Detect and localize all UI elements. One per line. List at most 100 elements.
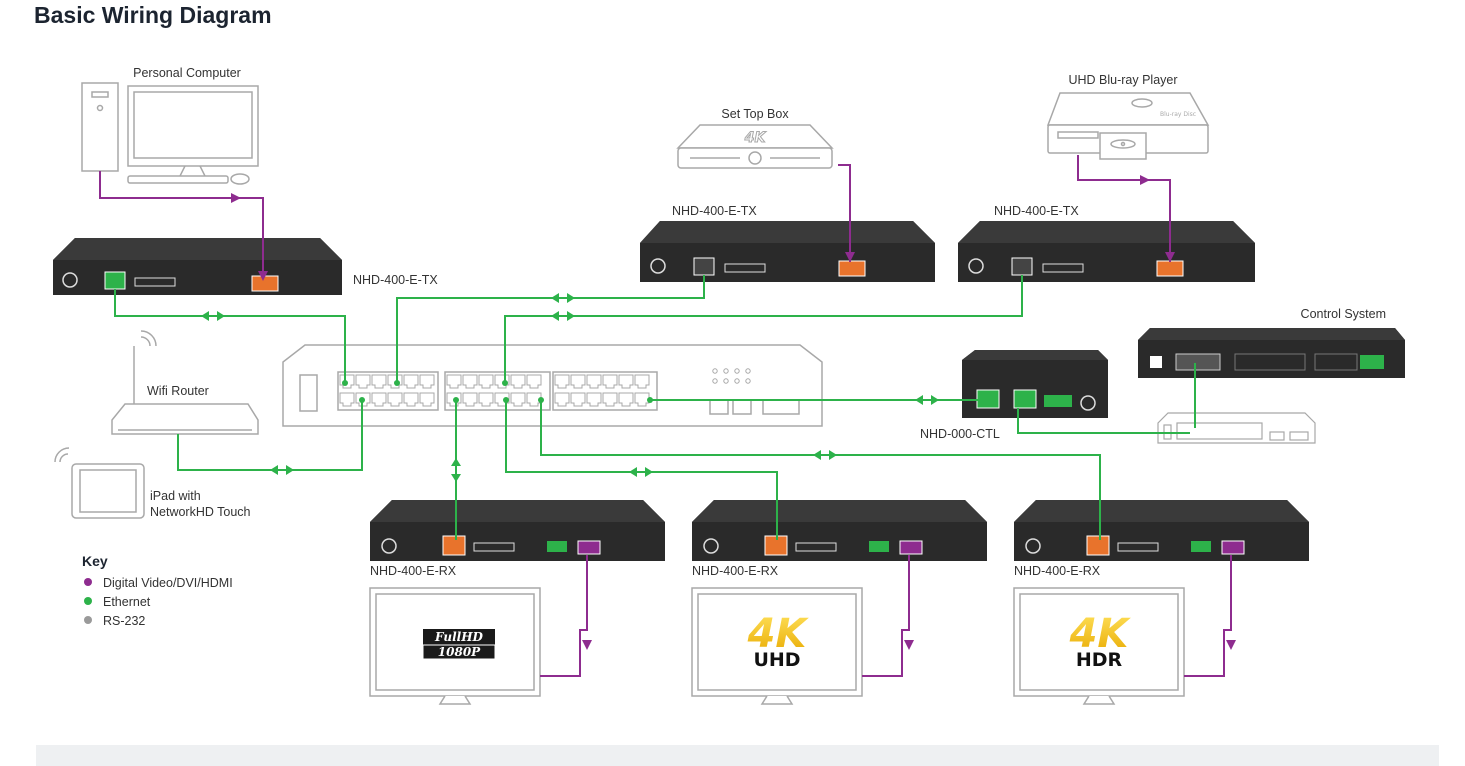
rx2-label: NHD-400-E-RX	[692, 564, 779, 578]
ethernet-double-arrow	[551, 293, 575, 303]
switch-port	[371, 374, 387, 389]
legend-dot-rs232	[84, 616, 92, 624]
control-system	[1138, 328, 1405, 378]
rx1-label: NHD-400-E-RX	[370, 564, 457, 578]
switch-port	[526, 374, 542, 389]
legend-dot-ethernet	[84, 597, 92, 605]
ethernet-double-arrow	[201, 311, 225, 321]
legend-title: Key	[82, 553, 108, 569]
ethernet-double-arrow	[813, 450, 837, 460]
bluray-label: UHD Blu-ray Player	[1068, 73, 1177, 87]
switch-port	[602, 392, 618, 407]
video-cable-pc-tx1	[99, 171, 264, 278]
personal-computer	[81, 82, 259, 185]
video-cable-rx1-display1	[540, 555, 588, 677]
eth-cable-tx2	[396, 275, 705, 383]
ethernet-double-arrow	[451, 458, 461, 482]
rx1-device	[370, 500, 665, 561]
legend-item-video: Digital Video/DVI/HDMI	[103, 576, 233, 590]
switch-port	[387, 392, 403, 407]
display-2-text-top: 4K	[747, 611, 810, 657]
tx2-label: NHD-400-E-TX	[672, 204, 757, 218]
video-arrow	[582, 640, 592, 650]
switch-port	[554, 392, 570, 407]
switch-port	[462, 392, 478, 407]
video-arrow	[258, 271, 268, 281]
video-cable-rx3-display3	[1184, 555, 1232, 677]
eth-cable-tx1	[114, 289, 346, 383]
display-2: 4K UHD	[691, 587, 863, 705]
switch-port	[618, 374, 634, 389]
video-arrow	[904, 640, 914, 650]
switch-port	[355, 374, 371, 389]
set-top-box-label: Set Top Box	[721, 107, 789, 121]
switch-port	[602, 374, 618, 389]
display-1-text-top: FullHD	[434, 630, 483, 644]
switch-port	[403, 374, 419, 389]
tx3-label: NHD-400-E-TX	[994, 204, 1079, 218]
video-arrow	[231, 193, 241, 203]
eth-cable-ctl-switch	[1017, 408, 1190, 434]
switch-port	[634, 392, 650, 407]
switch-port	[446, 374, 462, 389]
switch-port	[554, 374, 570, 389]
legend: Key Digital Video/DVI/HDMI Ethernet RS-2…	[82, 553, 233, 628]
tx1-label: NHD-400-E-TX	[353, 273, 438, 287]
ctl-device	[962, 350, 1108, 418]
display-3-text-top: 4K	[1069, 611, 1132, 657]
legend-item-ethernet: Ethernet	[103, 595, 151, 609]
rx3-label: NHD-400-E-RX	[1014, 564, 1101, 578]
video-arrows	[231, 175, 1236, 650]
legend-item-rs232: RS-232	[103, 614, 145, 628]
svg-text:Blu-ray Disc: Blu-ray Disc	[1160, 111, 1196, 118]
page-title: Basic Wiring Diagram	[34, 2, 272, 28]
switch-port	[419, 374, 435, 389]
video-arrow	[845, 252, 855, 262]
ethernet-arrows	[201, 293, 939, 482]
bluray-player: Blu-ray Disc	[1046, 92, 1210, 160]
video-cable-stb-tx2	[838, 164, 851, 262]
switch-port	[478, 392, 494, 407]
wifi-router-label: Wifi Router	[147, 384, 209, 398]
ethernet-double-arrow	[915, 395, 939, 405]
ethernet-double-arrow	[270, 465, 294, 475]
ctl-label: NHD-000-CTL	[920, 427, 1000, 441]
footer-band	[36, 745, 1439, 766]
switch-port	[618, 392, 634, 407]
rx3-device	[1014, 500, 1309, 561]
tx3-device	[958, 221, 1255, 282]
switch-port	[526, 392, 542, 407]
tx2-device	[640, 221, 935, 282]
ethernet-double-arrow	[551, 311, 575, 321]
ipad	[54, 447, 145, 519]
switch-port	[403, 392, 419, 407]
legend-dot-video	[84, 578, 92, 586]
small-switch	[1157, 412, 1316, 444]
switch-port	[510, 392, 526, 407]
video-arrow	[1226, 640, 1236, 650]
video-cable-rx2-display2	[862, 555, 910, 677]
display-1-text-bottom: 1080P	[438, 645, 481, 659]
display-3: 4K HDR	[1013, 587, 1185, 705]
ethernet-double-arrow	[629, 467, 653, 477]
switch-port	[570, 374, 586, 389]
switch-port	[339, 392, 355, 407]
switch-ports	[339, 374, 653, 407]
switch-port	[586, 374, 602, 389]
display-2-text-bottom: UHD	[753, 649, 800, 671]
switch-port	[462, 374, 478, 389]
pc-label: Personal Computer	[133, 66, 241, 80]
video-arrow	[1140, 175, 1150, 185]
eth-cable-tx3	[504, 275, 1023, 383]
eth-cable-rx2	[505, 400, 778, 540]
tx1-device	[53, 238, 342, 295]
svg-text:4K: 4K	[744, 130, 767, 146]
switch-port	[510, 374, 526, 389]
switch-port	[419, 392, 435, 407]
switch-port	[570, 392, 586, 407]
set-top-box: 4K	[676, 124, 834, 169]
ipad-label-line1: iPad with	[150, 489, 201, 503]
switch-port	[586, 392, 602, 407]
display-3-text-bottom: HDR	[1076, 649, 1123, 671]
